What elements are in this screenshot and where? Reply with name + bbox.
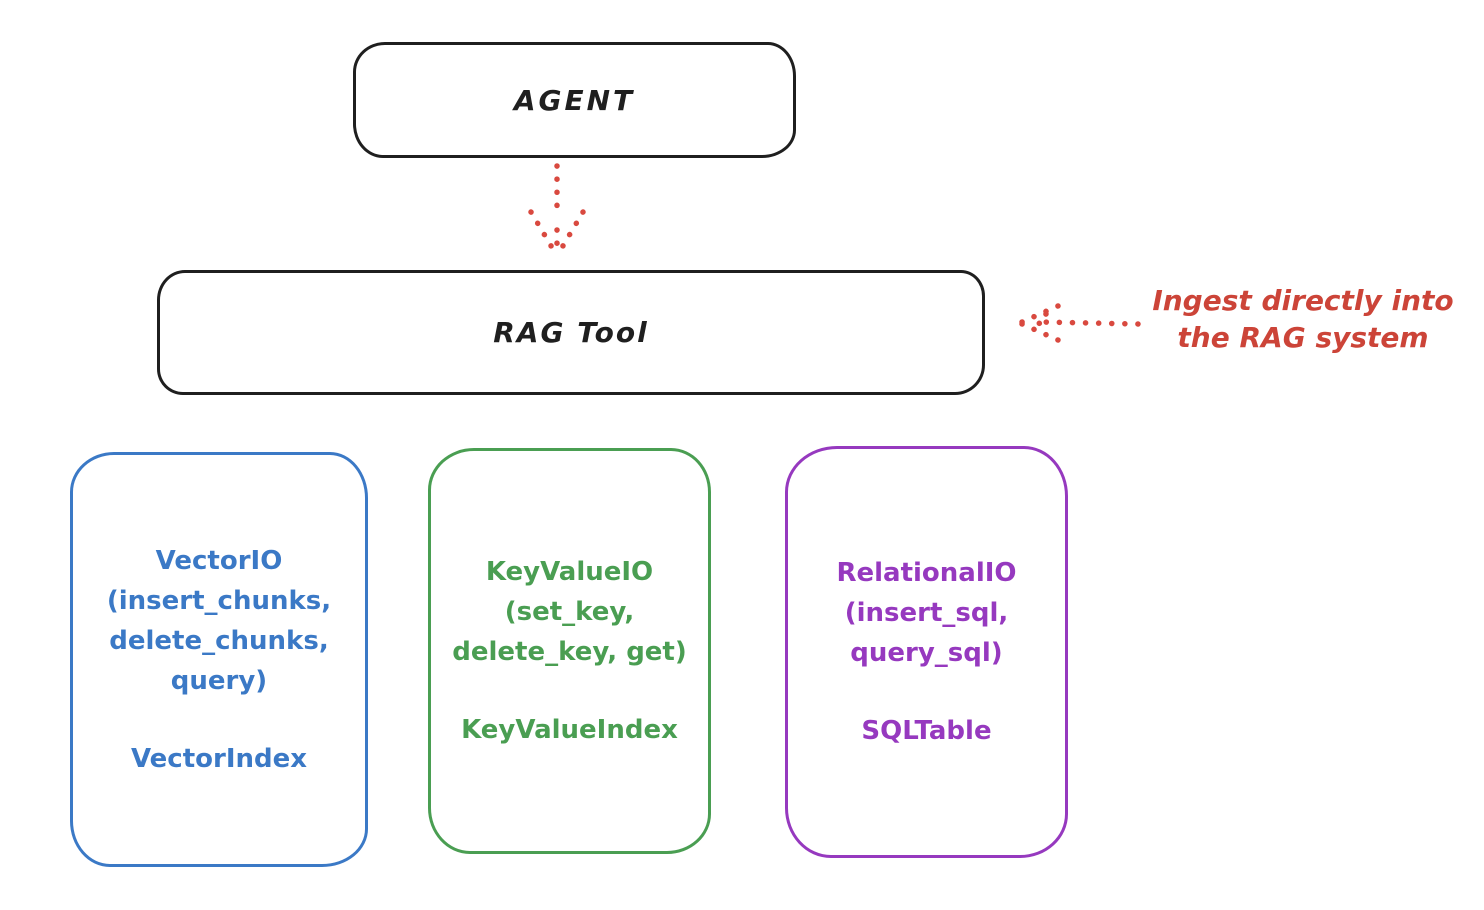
annotation-arrow-icon [1019,303,1141,343]
relational-io-line: query_sql) [850,638,1003,668]
vector-io-line: (insert_chunks, [106,585,332,616]
relational-io-line: (insert_sql, [844,598,1009,628]
vector-io-line: VectorIO [155,545,283,576]
ingest-annotation-line2: the RAG system [1177,321,1429,354]
agent-box: AGENT [353,42,796,158]
keyvalue-io-box: KeyValueIO (set_key, delete_key, get) Ke… [428,448,711,854]
vector-io-line: delete_chunks, [109,625,329,656]
relational-io-text: RelationalIO (insert_sql, query_sql) [836,553,1016,673]
keyvalue-io-line: (set_key, [504,597,635,627]
relational-io-box: RelationalIO (insert_sql, query_sql) SQL… [785,446,1068,858]
ingest-annotation: Ingest directly into the RAG system [1135,282,1471,356]
vector-index-label: VectorIndex [130,743,308,774]
vector-io-text: VectorIO (insert_chunks, delete_chunks, … [107,541,331,701]
keyvalue-io-text: KeyValueIO (set_key, delete_key, get) [452,552,687,672]
agent-label: AGENT [513,83,636,117]
ingest-annotation-line1: Ingest directly into [1152,284,1454,317]
rag-tool-label: RAG Tool [493,316,649,349]
vector-io-box: VectorIO (insert_chunks, delete_chunks, … [70,452,368,867]
agent-to-ragtool-arrow-icon [528,163,586,259]
vector-io-line: query) [170,665,268,696]
keyvalue-io-line: KeyValueIO [485,557,654,587]
rag-tool-box: RAG Tool [157,270,985,395]
keyvalue-io-line: delete_key, get) [452,637,687,667]
relational-io-line: RelationalIO [836,558,1017,588]
keyvalue-index-label: KeyValueIndex [461,715,678,745]
sqltable-label: SQLTable [861,716,992,746]
